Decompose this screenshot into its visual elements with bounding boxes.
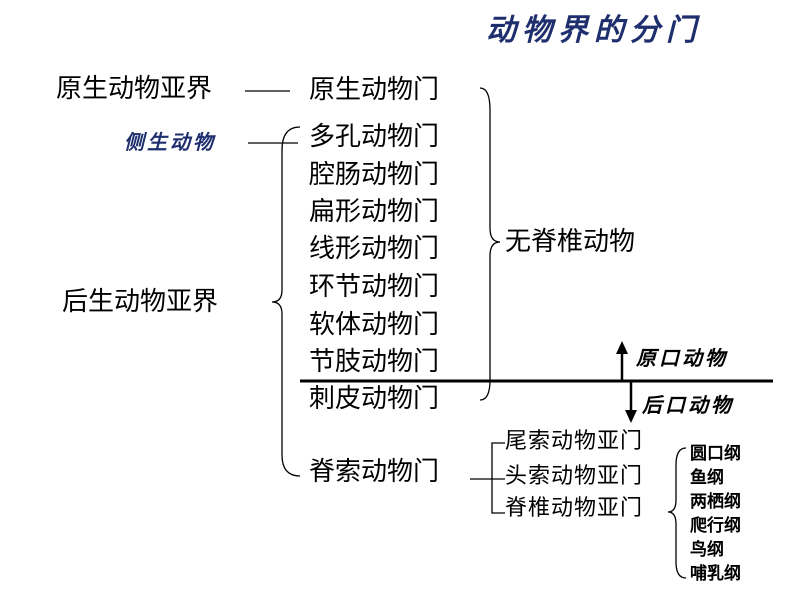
class-label: 哺乳纲 [690,564,741,584]
invertebrates-label: 无脊椎动物 [505,227,636,257]
subphylum-label: 脊椎动物亚门 [505,496,644,521]
metazoa-brace [271,126,301,477]
phylum-label: 腔肠动物门 [309,160,440,190]
subphylum-label: 头索动物亚门 [505,464,644,489]
phylum-label: 节肢动物门 [309,347,440,377]
page-title: 动物界的分门 [486,13,702,48]
down-arrow-icon [625,410,637,423]
phylum-label: 线形动物门 [309,234,440,264]
subkingdom-protozoa: 原生动物亚界 [56,74,213,104]
phylum-label: 刺皮动物门 [309,384,440,414]
phylum-label: 软体动物门 [309,310,440,340]
class-brace [667,447,687,579]
phylum-label: 环节动物门 [309,272,440,302]
subphylum-bracket [491,442,505,514]
class-label: 圆口纲 [690,444,741,464]
invertebrate-brace [479,87,501,401]
phylum-label: 脊索动物门 [309,457,440,487]
deuterostome-label: 后口动物 [642,393,734,417]
phylum-label: 扁形动物门 [309,197,440,227]
phylum-label: 原生动物门 [309,75,440,105]
subkingdom-parazoa: 侧生动物 [124,130,216,154]
class-label: 爬行纲 [690,516,741,536]
protostome-label: 原口动物 [636,346,728,370]
up-arrow-icon [616,341,628,354]
subkingdom-metazoa: 后生动物亚界 [62,287,219,317]
class-label: 鸟纲 [690,540,724,560]
phylum-label: 多孔动物门 [309,122,440,152]
subphylum-label: 尾索动物亚门 [505,429,644,454]
class-label: 鱼纲 [690,468,724,488]
class-label: 两栖纲 [690,492,741,512]
